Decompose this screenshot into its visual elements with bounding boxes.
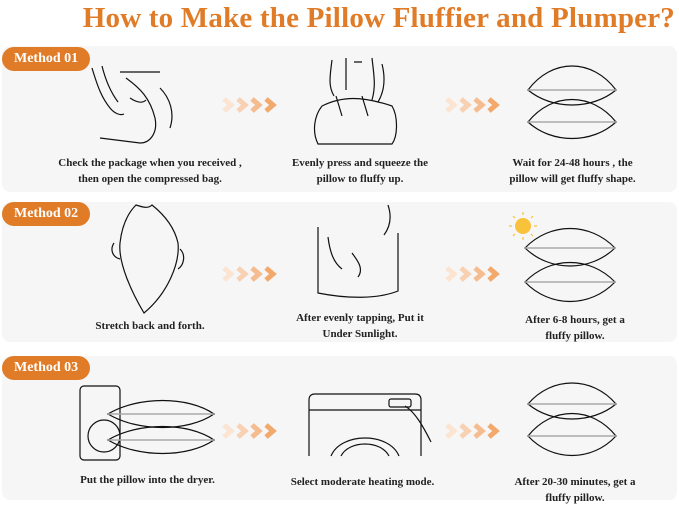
method-01-panel (2, 46, 677, 192)
hands-stretching-pillow-icon (111, 204, 185, 314)
method-03-arrow-1 (222, 423, 280, 439)
method-02-step-1-caption: Stretch back and forth. (95, 320, 205, 332)
method-03-panel (2, 356, 677, 500)
method-02-arrow-2 (445, 266, 503, 282)
method-01-arrow-1 (222, 97, 280, 113)
two-fluffy-pillows-icon (527, 65, 617, 139)
method-01-arrow-2 (445, 97, 503, 113)
method-02-badge: Method 02 (2, 202, 91, 226)
method-03-step-1-caption: Put the pillow into the dryer. (80, 474, 215, 486)
page-title: How to Make the Pillow Fluffier and Plum… (82, 2, 675, 34)
method-03-arrow-2 (445, 423, 503, 439)
hands-squeezing-pillow-icon (313, 57, 398, 145)
hand-tapping-pillow-icon (317, 204, 399, 298)
method-02-panel (2, 202, 677, 342)
method-01-step-1-caption: Check the package when you received ,the… (58, 157, 242, 185)
sun-icon (509, 212, 537, 240)
pillows-under-sun-icon (509, 212, 616, 302)
hand-selecting-dryer-mode-icon (308, 393, 432, 457)
method-03-badge: Method 03 (2, 356, 91, 380)
pillow-in-dryer-icon (79, 385, 216, 461)
hands-opening-bag-icon (91, 65, 173, 144)
two-fluffy-pillows-icon (527, 382, 617, 456)
method-02-arrow-1 (222, 266, 280, 282)
method-01-badge: Method 01 (2, 47, 91, 71)
method-03-step-2-caption: Select moderate heating mode. (290, 476, 435, 488)
